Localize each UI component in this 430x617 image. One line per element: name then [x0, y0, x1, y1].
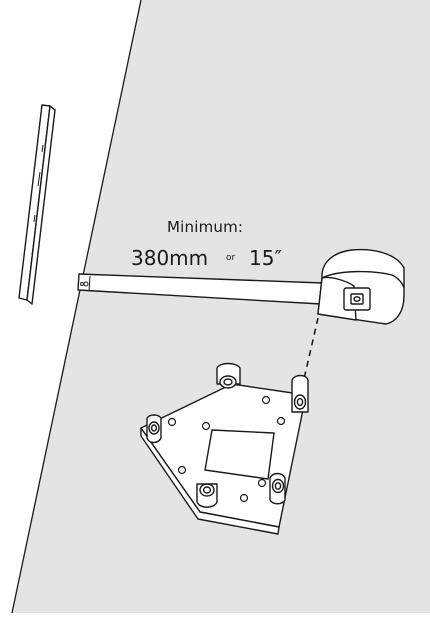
- bracket-bolt-top: [216, 362, 241, 389]
- metric-distance: 380mm: [131, 246, 209, 270]
- bracket-holes: [167, 395, 286, 503]
- wall-plate: [18, 104, 56, 305]
- measuring-tape: [77, 248, 405, 325]
- minimum-heading: Minimum:: [167, 218, 244, 236]
- bracket-cutout: [204, 429, 275, 480]
- wall-edge: [11, 0, 142, 614]
- mounting-bracket: [140, 362, 309, 535]
- bracket-bolt-right: [291, 374, 309, 413]
- bracket-bolt-bottom-right: [269, 472, 286, 505]
- tape-hook-hole: [83, 281, 89, 287]
- bracket-bolt-bottom-left: [196, 483, 218, 508]
- tape-housing-top: [321, 270, 405, 289]
- imperial-distance: 15″: [249, 246, 282, 270]
- tape-hook-hole-2: [80, 282, 84, 286]
- wall-surface: [12, 0, 430, 613]
- unit-separator: or: [226, 253, 236, 263]
- wall-plate-face: [26, 105, 56, 305]
- tape-housing: [317, 248, 405, 325]
- wall-plate-slots: [31, 144, 44, 256]
- bracket-plate-thickness: [140, 427, 280, 535]
- tape-blade-edge: [88, 275, 91, 292]
- bracket-bolt-left: [146, 414, 162, 444]
- tape-lock-hole: [353, 296, 361, 302]
- alignment-guide: [300, 317, 319, 393]
